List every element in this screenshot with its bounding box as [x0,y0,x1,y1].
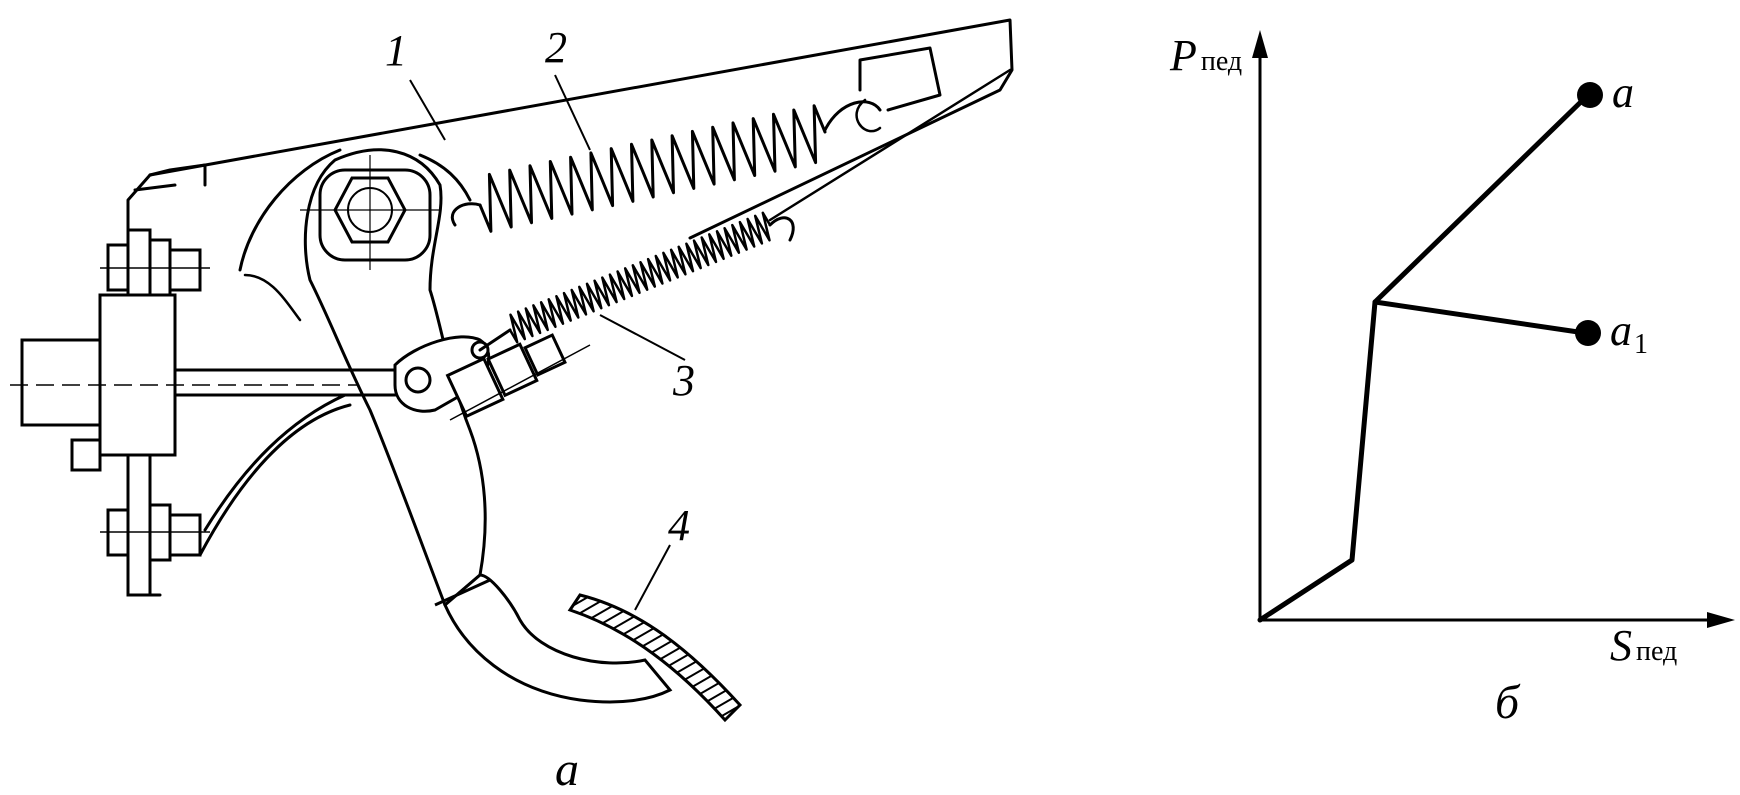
part-label-3: 3 [672,356,695,405]
point-a [1577,82,1603,108]
bolt-small [70,438,102,472]
point-a-label: a [1612,68,1634,117]
part-label-4: 4 [668,501,690,550]
adjuster-nut [445,333,591,421]
pedal-foot-arm [434,573,673,704]
point-a1-label: a1 [1610,306,1648,360]
leader-4 [634,544,671,611]
leader-1 [409,79,446,141]
mounting-plate [10,228,440,597]
bolt-upper [100,238,210,297]
characteristic-line-a1 [1372,299,1588,336]
part-label-1: 1 [385,26,407,75]
bolt-lower [100,503,210,562]
support-bar [198,403,352,557]
leader-2 [554,74,591,151]
leader-3 [599,314,686,361]
pedal-pad [567,593,743,723]
return-spring-upper [451,100,882,233]
point-a1 [1575,320,1601,346]
caption-b: б [1495,676,1521,729]
x-axis-arrow [1707,612,1735,628]
caption-a: а [555,743,579,795]
part-label-2: 2 [545,23,567,72]
characteristic-line-a [1257,92,1591,623]
return-spring-lower [478,211,795,352]
pedal-assembly-drawing: 1 2 3 4 а [10,18,1014,795]
y-axis-arrow [1252,30,1268,58]
